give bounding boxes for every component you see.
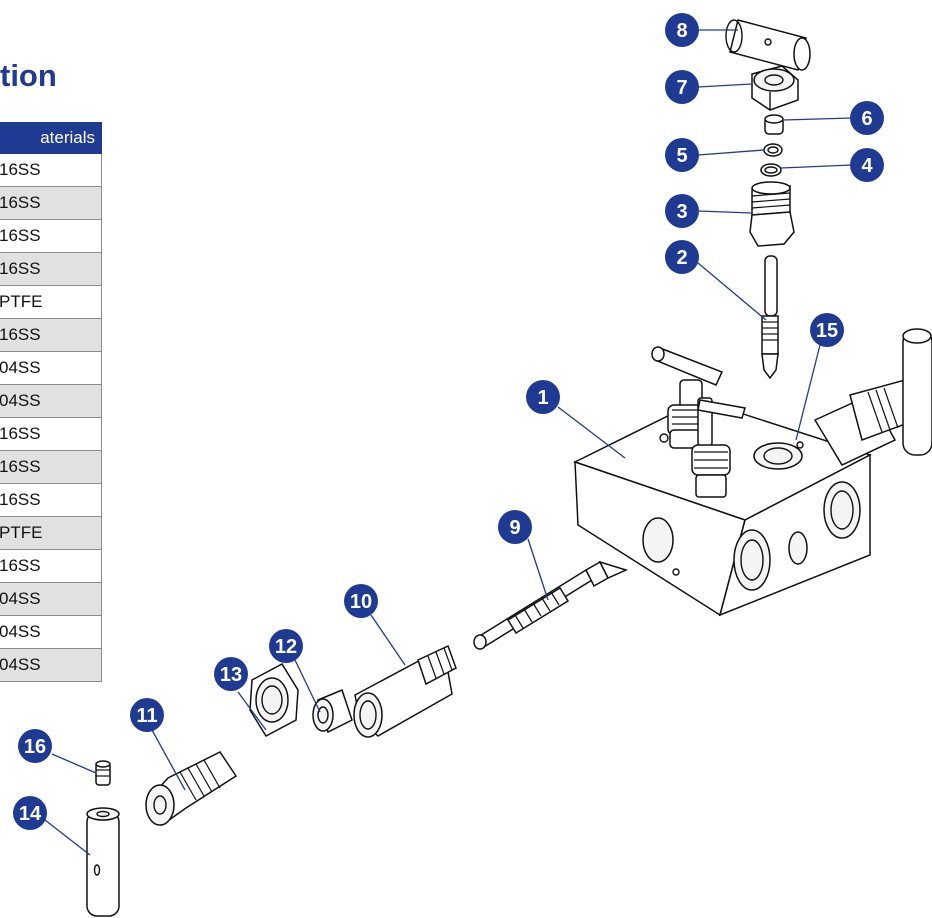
svg-text:2: 2	[676, 247, 687, 269]
material-cell: 16SS	[0, 252, 102, 286]
callout-6: 6	[850, 101, 884, 135]
callout-12: 12	[269, 629, 303, 663]
hex-adaptor	[353, 644, 457, 738]
callout-7: 7	[665, 70, 699, 104]
material-cell: 04SS	[0, 582, 102, 616]
packing-gland	[749, 181, 795, 247]
svg-text:4: 4	[861, 155, 873, 177]
svg-text:16: 16	[24, 736, 46, 758]
svg-text:1: 1	[537, 387, 548, 409]
svg-text:3: 3	[676, 201, 687, 223]
material-cell: PTFE	[0, 516, 102, 550]
callout-5: 5	[665, 138, 699, 172]
side-valve-assembly	[813, 328, 932, 466]
valve-stem	[761, 255, 779, 380]
page-title: tion	[0, 58, 57, 93]
material-cell: 16SS	[0, 450, 102, 484]
materials-header: aterials	[0, 122, 102, 154]
material-cell: 04SS	[0, 351, 102, 385]
callout-10: 10	[344, 584, 378, 618]
material-cell: 16SS	[0, 186, 102, 220]
set-screw	[95, 760, 111, 786]
material-cell: 04SS	[0, 648, 102, 682]
svg-text:7: 7	[676, 77, 687, 99]
threaded-connector	[145, 751, 238, 827]
material-cell: 16SS	[0, 318, 102, 352]
bushing-ring	[764, 114, 784, 135]
svg-text:13: 13	[220, 664, 242, 686]
callout-9: 9	[498, 510, 532, 544]
materials-table: aterials 16SS 16SS 16SS 16SS PTFE 16SS 0…	[0, 122, 102, 682]
svg-text:8: 8	[676, 20, 687, 42]
material-cell: 16SS	[0, 417, 102, 451]
svg-text:6: 6	[861, 108, 872, 130]
cap-nut	[751, 65, 799, 111]
svg-text:11: 11	[136, 705, 157, 727]
svg-text:12: 12	[275, 636, 297, 658]
svg-text:10: 10	[350, 591, 372, 613]
washer-small	[763, 143, 783, 157]
material-cell: 16SS	[0, 549, 102, 583]
svg-text:15: 15	[816, 320, 838, 342]
callout-16: 16	[18, 729, 52, 763]
leader-lines	[44, 29, 853, 856]
svg-text:5: 5	[676, 145, 687, 167]
needle-stem	[473, 560, 629, 650]
callout-11: 11	[130, 698, 164, 732]
material-cell: 16SS	[0, 219, 102, 253]
svg-text:9: 9	[509, 517, 520, 539]
callout-15: 15	[810, 313, 844, 347]
washer-o-ring	[760, 163, 782, 177]
handle-pin	[86, 807, 120, 917]
callout-13: 13	[214, 657, 248, 691]
material-cell: 04SS	[0, 615, 102, 649]
callout-2: 2	[665, 240, 699, 274]
lock-nut	[249, 663, 299, 737]
callout-3: 3	[665, 194, 699, 228]
callout-14: 14	[13, 796, 47, 830]
callout-4: 4	[850, 148, 884, 182]
callout-8: 8	[665, 13, 699, 47]
handle-bar	[725, 19, 811, 71]
svg-text:14: 14	[19, 803, 42, 825]
callout-1: 1	[526, 380, 560, 414]
top-valve-assembly	[651, 346, 746, 498]
